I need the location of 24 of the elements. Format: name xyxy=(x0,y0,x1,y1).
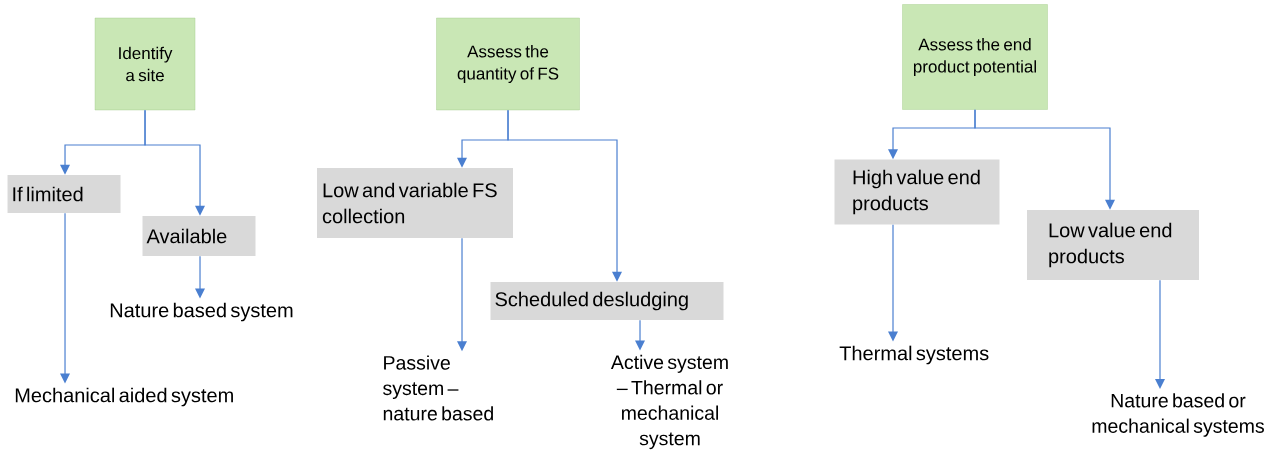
arrow xyxy=(635,319,645,351)
condition-box: Low value end products xyxy=(1027,210,1199,280)
outcome-text: Passive system – nature based xyxy=(383,355,493,421)
arrow xyxy=(1155,279,1165,389)
arrow xyxy=(507,109,622,282)
arrow xyxy=(888,224,898,342)
outcome-text: Nature based system xyxy=(110,302,293,322)
arrow xyxy=(144,109,205,216)
outcome-text: Thermal systems xyxy=(839,345,989,365)
outcome-text: Nature based or mechanical systems xyxy=(1092,393,1264,437)
outcome-text: Mechanical aided system xyxy=(15,387,233,407)
condition-box: Low and variable FS collection xyxy=(317,168,513,238)
condition-box: If limited xyxy=(7,175,121,213)
condition-box: Scheduled desludging xyxy=(490,282,724,320)
arrow xyxy=(195,255,205,299)
arrow xyxy=(457,237,467,352)
arrow xyxy=(60,212,70,384)
outcome-text: Active system – Thermal or mechanical system xyxy=(610,354,728,450)
condition-box: Available xyxy=(142,216,256,256)
condition-box: High value end products xyxy=(834,159,1000,225)
step-box: Assess the end product potential xyxy=(902,4,1048,110)
arrow xyxy=(974,109,1115,210)
step-box: Identify a site xyxy=(94,17,196,111)
step-box: Assess the quantity of FS xyxy=(436,17,580,111)
